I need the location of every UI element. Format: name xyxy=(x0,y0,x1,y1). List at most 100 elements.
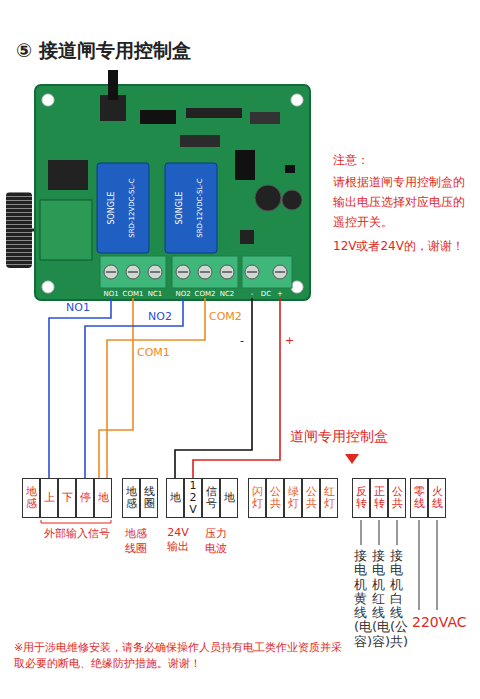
wire-label: NO1 xyxy=(66,301,90,314)
terminal-cell: 闪灯 xyxy=(248,478,266,518)
terminal-cell: 上 xyxy=(40,478,58,518)
pin-name: DC xyxy=(261,290,271,298)
terminal-label: COM2 xyxy=(194,290,217,298)
note-text: 注意： xyxy=(333,150,473,170)
terminal-name: 红灯 xyxy=(324,486,335,510)
terminal-name: 线圈 xyxy=(144,486,155,510)
terminal-cell: 地 xyxy=(166,478,184,518)
terminal-name: 公共 xyxy=(392,486,403,510)
safety-note: ※用于涉电维修安装，请务必确保操作人员持有电工类作业资质并采取必要的断电、绝缘防… xyxy=(14,640,348,672)
wire-label: - xyxy=(240,334,244,347)
group-label: 道闸专用控制盒 xyxy=(290,428,430,446)
terminal-cell: 反转 xyxy=(352,478,370,518)
pin-name: NO1 xyxy=(103,290,118,298)
wire-label: COM2 xyxy=(209,310,242,323)
terminal-name: 下 xyxy=(62,492,73,504)
pin-name: COM1 xyxy=(123,290,144,298)
terminal-name: 地感 xyxy=(26,486,37,510)
wire-label: + xyxy=(285,334,294,347)
terminal-name: 地感 xyxy=(126,486,137,510)
terminal-name: 反转 xyxy=(356,486,367,510)
note-text: 12V或者24V的，谢谢！ xyxy=(333,236,478,256)
terminal-name: 绿灯 xyxy=(288,486,299,510)
terminal-name: 地 xyxy=(170,492,181,504)
terminal-name: 火线 xyxy=(432,486,443,510)
mains-leads xyxy=(419,520,437,610)
wire xyxy=(175,298,252,478)
pin-name: COM2 xyxy=(195,290,216,298)
terminal-cell: 正转 xyxy=(370,478,388,518)
terminal-name: 公共 xyxy=(270,486,281,510)
terminal-label: NO2 xyxy=(174,290,191,298)
terminal-name: 正转 xyxy=(374,486,385,510)
terminal-cell: 地 xyxy=(220,478,238,518)
terminal-cell: 绿灯 xyxy=(284,478,302,518)
pin-name: NC2 xyxy=(220,290,235,298)
group-label: 地感线圈 xyxy=(124,526,148,556)
relay-marking: SRD-12VDC-SL-C xyxy=(126,165,138,251)
pcb-board xyxy=(35,85,310,300)
title: ⑤ 接道闸专用控制盒 xyxy=(16,38,191,64)
terminal-label: - xyxy=(250,290,255,298)
terminal-name: 零线 xyxy=(414,486,425,510)
wire xyxy=(49,298,111,478)
terminal-label: NO1 xyxy=(102,290,119,298)
wire xyxy=(107,298,205,478)
relay-marking: SONGLE xyxy=(174,165,186,251)
wire-note: 接电机红线(电容) xyxy=(372,549,385,649)
terminal-cell: 地 xyxy=(94,478,112,518)
wire-note: 接电机黄线(电容) xyxy=(354,549,367,649)
terminal-cell: 公共 xyxy=(388,478,406,518)
pin-name: NO2 xyxy=(175,290,190,298)
terminal-cell: 公共 xyxy=(302,478,320,518)
terminal-name: 闪灯 xyxy=(252,486,263,510)
group-label: 压力电波 xyxy=(204,526,228,556)
terminal-name: 上 xyxy=(44,492,55,504)
group-label: 24V输出 xyxy=(166,526,190,554)
terminal-block xyxy=(242,256,292,288)
terminal-cell: 公共 xyxy=(266,478,284,518)
pointer-triangle xyxy=(345,454,359,464)
pin-name: NC1 xyxy=(148,290,163,298)
terminal-label: + xyxy=(276,290,284,298)
wire-label: NO2 xyxy=(148,310,172,323)
terminal-label: COM1 xyxy=(122,290,145,298)
terminal-block xyxy=(100,256,166,288)
terminal-cell: 地感 xyxy=(22,478,40,518)
relay-marking: SONGLE xyxy=(106,165,118,251)
terminal-cell: 信号 xyxy=(202,478,220,518)
note-text: 请根据道闸专用控制盒的输出电压选择对应电压的遥控开关。 xyxy=(333,172,473,232)
relay-marking: SRD-12VDC-SL-C xyxy=(194,165,206,251)
wire-label: COM1 xyxy=(137,346,170,359)
wire-note: 接电机白线(公共) xyxy=(390,549,403,649)
terminal-cell: 零线 xyxy=(410,478,428,518)
terminal-label: NC1 xyxy=(147,290,164,298)
terminal-cell: 停 xyxy=(76,478,94,518)
terminal-block xyxy=(172,256,238,288)
wire xyxy=(193,298,280,478)
wire xyxy=(99,298,133,478)
wire xyxy=(85,298,183,478)
terminal-label: DC xyxy=(260,290,272,298)
leader-lines xyxy=(361,520,397,545)
terminal-name: 信号 xyxy=(206,486,217,510)
terminal-label: NC2 xyxy=(219,290,236,298)
terminal-name: 地 xyxy=(98,492,109,504)
terminal-cell: 红灯 xyxy=(320,478,338,518)
pin-name: - xyxy=(251,290,254,298)
terminal-cell: 线圈 xyxy=(140,478,158,518)
group-label: 外部输入信号 xyxy=(34,526,120,541)
relay xyxy=(97,163,149,253)
relay xyxy=(165,163,217,253)
terminal-cell: 火线 xyxy=(428,478,446,518)
terminal-name: 停 xyxy=(80,492,91,504)
terminal-cell: 地感 xyxy=(122,478,140,518)
terminal-name: 公共 xyxy=(306,486,317,510)
antenna-coil xyxy=(6,192,32,268)
group-label: 220VAC xyxy=(412,614,467,630)
terminal-cell: 下 xyxy=(58,478,76,518)
terminal-name: 12V xyxy=(188,480,199,516)
